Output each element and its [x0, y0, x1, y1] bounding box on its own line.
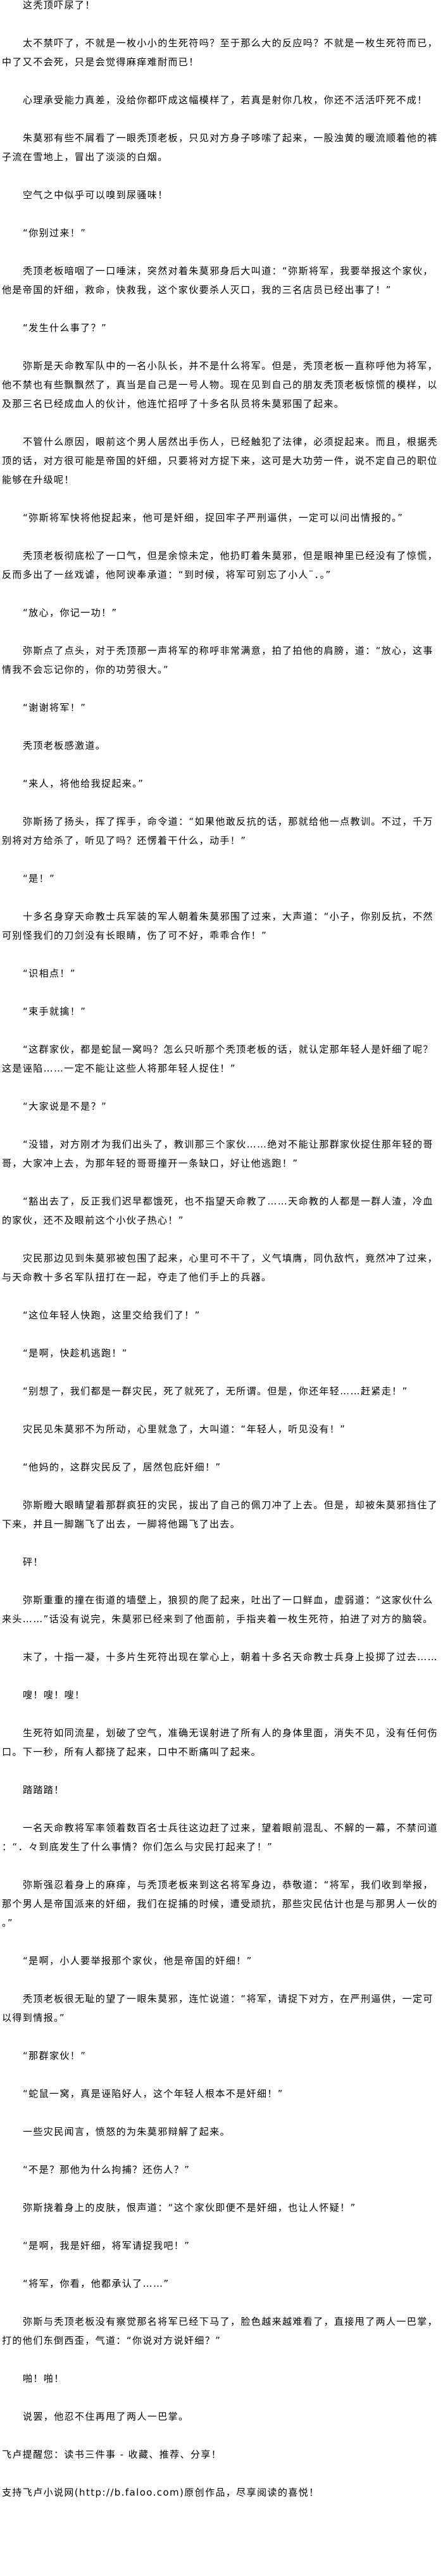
- paragraph: 弥斯是天命教军队中的一名小队长，并不是什么将军。但是，秃顶老板一直称呼他为将军，…: [2, 360, 439, 410]
- paragraph: “这位年轻人快跑，这里交给我们了！”: [23, 1310, 201, 1321]
- paragraph: “识相点！”: [23, 968, 76, 979]
- paragraph: 不管什么原因，眼前这个男人居然出手伤人，已经触犯了法律，必须捉起来。而且，根据秃…: [2, 436, 439, 485]
- paragraph: 弥斯强忍着身上的麻痒，与秃顶老板来到这名将军身边，恭敬道：“将军，我们收到举报，…: [2, 1879, 438, 1929]
- footer-note: 支持飞卢小说网(http://b.faloo.com)原创作品，尽享阅读的喜悦！: [2, 2487, 320, 2498]
- paragraph: 弥斯扬了扬头，挥了挥手，命令道：“如果他敢反抗的话，那就给他一点教训。不过，千万…: [2, 816, 434, 846]
- paragraph: 砰！: [23, 1556, 44, 1568]
- paragraph: 十多名身穿天命教士兵军装的军人朝着朱莫邪围了过来，大声道：“小子，你别反抗，不然…: [2, 911, 434, 941]
- paragraph: “是啊，小人要举报那个家伙，他是帝国的奸细！”: [23, 1955, 253, 1966]
- paragraph: “不是？那他为什么拘捕？还伤人？”: [23, 2164, 190, 2175]
- paragraph: “弥斯将军快将他捉起来，他可是奸细，捉回牢子严刑逼供，一定可以问出情报的。”: [23, 512, 404, 523]
- paragraph: “你别过来！”: [23, 227, 87, 239]
- paragraph: 一些灾民闻言，愤怒的为朱莫邪辩解了起来。: [23, 2126, 231, 2137]
- paragraph: “大家说是不是？”: [23, 1101, 108, 1112]
- paragraph: “谢谢将军！”: [23, 702, 87, 713]
- paragraph: “蛇鼠一窝，真是诬陷好人，这个年轻人根本不是奸细！”: [23, 2088, 284, 2099]
- paragraph: 秃顶老板暗咽了一口唾沫，突然对着朱莫邪身后大叫道：“弥斯将军，我要举报这个家伙，…: [2, 265, 434, 296]
- paragraph: “是啊，快趁机逃跑！”: [23, 1347, 128, 1359]
- paragraph: 弥斯与秃顶老板没有察觉那名将军已经下马了，脸色越来越难看了，直接甩了两人一巴掌，…: [2, 2316, 439, 2346]
- paragraph: “束手就擒！”: [23, 1006, 87, 1017]
- paragraph: 灾民那边见到朱莫邪被包围了起来，心里可不干了，义气填膺，同仇敌忾，竟然冲了过来，…: [2, 1253, 439, 1283]
- paragraph: 弥斯重重的撞在街道的墙壁上，狼狈的爬了起来，吐出了一口鲜血，虚弱道：“这家伙什么…: [2, 1594, 434, 1625]
- paragraph: 秃顶老板感激道。: [23, 740, 106, 751]
- paragraph: 末了，十指一凝，十多片生死符出现在掌心上，朝着十多名天命教士兵身上投掷了过去……: [23, 1651, 439, 1663]
- paragraph: 灾民见朱莫邪不为所动，心里就急了，大叫道：“年轻人，听见没有！”: [23, 1423, 346, 1435]
- paragraph: 生死符如同流星，划破了空气，准确无误射进了所有人的身体里面，消失不见，没有任何伤…: [2, 1727, 439, 1758]
- paragraph: 太不禁吓了，不就是一枚小小的生死符吗？至于那么大的反应吗？不就是一枚生死符而已，…: [2, 37, 439, 68]
- paragraph: “放心，你记一功！”: [23, 607, 118, 618]
- paragraph: “没错，对方刚才为我们出头了，教训那三个家伙……绝对不能让那群家伙捉住那年轻的哥…: [2, 1139, 434, 1169]
- paragraph: “是啊，我是奸细，将军请捉我吧！”: [23, 2240, 190, 2251]
- paragraph: “发生什么事了？”: [23, 322, 108, 334]
- paragraph: 秃顶老板很无耻的望了一眼朱莫邪，连忙说道：“将军，请捉下对方，在严刑逼供，一定可…: [2, 1993, 434, 2023]
- paragraph: 秃顶老板彻底松了一口气，但是余惊未定，他扔盯着朱莫邪，但是眼神里已经没有了惊慌，…: [2, 550, 439, 580]
- chapter-text: 这秃顶吓尿了！ 太不禁吓了，不就是一枚小小的生死符吗？至于那么大的反应吗？不就是一…: [2, 0, 439, 2498]
- paragraph: “将军，你看，他都承认了……”: [23, 2278, 170, 2289]
- paragraph: 啪！啪！: [23, 2373, 65, 2384]
- paragraph: 朱莫邪有些不屑看了一眼秃顶老板，只见对方身子哆嗦了起来，一股浊黄的暖流顺着他的裤…: [2, 132, 439, 163]
- paragraph: “是！”: [23, 873, 56, 884]
- paragraph: 踏踏踏！: [23, 1784, 65, 1796]
- paragraph: 说罢，他忍不住再甩了两人一巴掌。: [23, 2411, 189, 2422]
- paragraph: 心理承受能力真差，没给你都吓成这幅模样了，若真是射你几枚，你还不活活吓死不成！: [23, 94, 428, 106]
- paragraph: “他妈的，这群灾民反了，居然包庇奸细！”: [23, 1461, 222, 1473]
- paragraph: “别想了，我们都是一群灾民，死了就死了，无所谓。但是，你还年轻……赶紧走！”: [23, 1385, 408, 1397]
- paragraph: 弥斯挠着身上的皮肤，恨声道：“这个家伙即便不是奸细，也让人怀疑！”: [23, 2202, 356, 2213]
- paragraph: 一名天命教将军率领着数百名士兵往这边赶了过来，望着眼前混乱、不解的一幕，不禁问道…: [2, 1822, 439, 1853]
- paragraph: “那群家伙！”: [23, 2050, 87, 2061]
- footer-note: 飞卢提醒您：读书三件事 - 收藏、推荐、分享！: [2, 2449, 222, 2460]
- paragraph: 这秃顶吓尿了！: [23, 0, 96, 11]
- paragraph: 弥斯点了点头，对于秃顶那一声将军的称呼非常满意，拍了拍他的肩膀，道：“放心，这事…: [2, 645, 434, 675]
- paragraph: 空气之中似乎可以嗅到尿骚味！: [23, 189, 168, 201]
- paragraph: 弥斯瞪大眼睛望着那群疯狂的灾民，拔出了自己的佩刀冲了上去。但是，却被朱莫邪挡住了…: [2, 1499, 439, 1530]
- paragraph: 嗖！嗖！嗖！: [23, 1689, 85, 1701]
- paragraph: “这群家伙，都是蛇鼠一窝吗？怎么只听那个秃顶老板的话，就认定那年轻人是奸细了呢？…: [2, 1044, 434, 1074]
- paragraph: “来人，将他给我捉起来。”: [23, 778, 144, 789]
- paragraph: “豁出去了，反正我们迟早都饿死，也不指望天命教了……天命教的人都是一群人渣，冷血…: [2, 1196, 434, 1226]
